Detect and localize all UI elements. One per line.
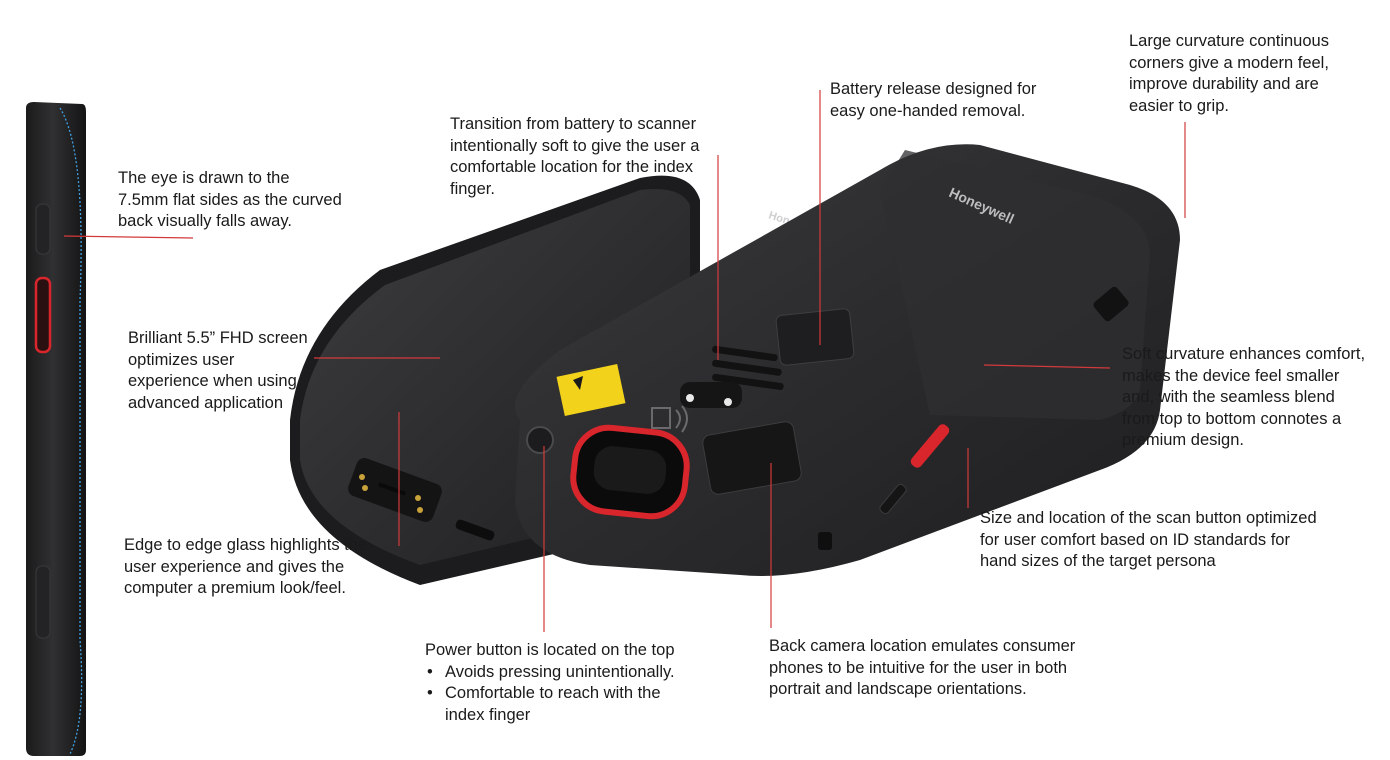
callout-transition: Transition from battery to scanner inten…	[450, 115, 700, 198]
power-button-heading: Power button is located on the top	[425, 641, 675, 659]
back-device: Honeywell	[515, 144, 1180, 576]
scan-button-right[interactable]	[909, 422, 952, 470]
laser-warning-label	[556, 363, 626, 417]
vent-slots	[712, 345, 784, 391]
lanyard-slot	[818, 532, 832, 550]
nfc-icon	[651, 405, 688, 433]
speaker-grille	[455, 519, 495, 541]
side-port	[1093, 286, 1129, 322]
callout-camera: Back camera location emulates consumer p…	[769, 637, 1076, 698]
power-button-bullet-2: Comfortable to reach with the index fing…	[425, 683, 675, 726]
power-button[interactable]	[526, 426, 554, 454]
power-button-bullet-1: Avoids pressing unintentionally.	[425, 662, 675, 684]
volume-button-right[interactable]	[878, 483, 908, 515]
callout-soft-curvature: Soft curvature enhances comfort, makes t…	[1122, 345, 1366, 449]
power-button-bullets: Avoids pressing unintentionally. Comfort…	[425, 662, 675, 727]
callout-battery-release: Battery release designed for easy one-ha…	[830, 80, 1037, 120]
callout-corners: Large curvature continuous corners give …	[1129, 32, 1329, 115]
callout-screen: Brilliant 5.5” FHD screen optimizes user…	[128, 329, 308, 412]
callout-power-button: Power button is located on the top Avoid…	[425, 640, 675, 726]
leader-lines	[63, 90, 1186, 632]
side-profile-device	[26, 102, 86, 756]
back-camera-module	[680, 382, 742, 408]
side-volume-button	[35, 203, 51, 255]
callout-flat-sides: The eye is drawn to the 7.5mm flat sides…	[118, 169, 342, 230]
callout-edge-glass: Edge to edge glass highlights the user e…	[124, 536, 368, 597]
side-lower-button	[35, 565, 51, 639]
battery-release-latch[interactable]	[775, 308, 855, 366]
callout-scan-button: Size and location of the scan button opt…	[980, 509, 1317, 570]
back-camera-housing	[702, 421, 802, 495]
side-scan-button	[34, 276, 52, 354]
